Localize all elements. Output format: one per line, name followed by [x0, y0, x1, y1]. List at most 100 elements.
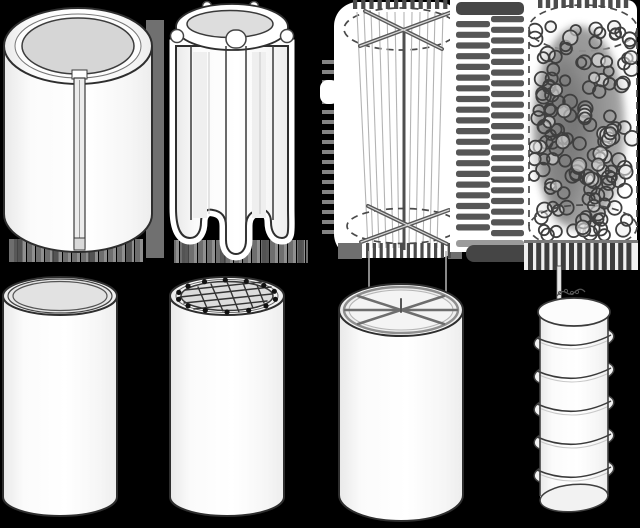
packing-ring — [623, 130, 637, 147]
membrane-bar — [456, 202, 490, 210]
packing-ring — [592, 84, 607, 99]
stack-bars — [456, 16, 524, 237]
comb-bar — [577, 243, 583, 270]
packing-rings — [529, 20, 637, 243]
comb-bar — [406, 243, 410, 258]
rim-dot — [222, 277, 228, 283]
top-cap — [537, 297, 611, 327]
packing-ring — [582, 117, 598, 132]
membrane-bar — [491, 144, 524, 151]
open-tube-column — [2, 276, 118, 517]
packing-ring — [570, 156, 588, 174]
packing-ring — [558, 74, 572, 87]
packing-ring — [616, 182, 633, 199]
membrane-bar — [491, 80, 524, 87]
packing-ring — [556, 103, 572, 119]
packing-ring — [588, 71, 601, 84]
spoke-support-column — [338, 283, 464, 522]
membrane-bar — [456, 74, 490, 81]
packing-ring — [600, 55, 614, 69]
wire — [408, 11, 413, 249]
membrane-bar — [491, 197, 524, 205]
packing-ring — [621, 31, 637, 47]
comb-bar — [569, 0, 574, 8]
wire — [378, 11, 387, 249]
comb-bar — [608, 0, 613, 8]
membrane-bar — [456, 138, 490, 145]
packing-ring — [588, 192, 601, 205]
packing-ring — [548, 49, 563, 64]
packing-ring — [601, 175, 617, 191]
comb-bar — [410, 0, 415, 9]
packing-ring — [598, 185, 614, 202]
comb-bar — [427, 243, 431, 258]
comb-bar — [377, 0, 382, 9]
packing-ring — [603, 126, 618, 141]
comb-bar — [616, 0, 621, 8]
comb-bar — [577, 0, 582, 8]
rim-dot — [224, 309, 230, 315]
membrane-bar — [491, 176, 524, 183]
packing-ring — [618, 164, 634, 180]
slotted-tube-column — [3, 7, 153, 253]
comb-bar — [402, 0, 407, 9]
membrane-bar — [491, 155, 524, 162]
fluted-body — [175, 45, 290, 256]
membrane-bar — [491, 133, 524, 140]
comb-bar — [393, 243, 397, 258]
rim-dot — [185, 283, 191, 289]
membrane-bar — [491, 26, 524, 33]
bottom-cap — [539, 483, 609, 513]
comb-bar — [440, 243, 444, 258]
cross-brace-top — [358, 9, 454, 51]
wire — [356, 11, 369, 249]
comb-bar — [394, 0, 399, 9]
membrane-bar — [491, 219, 524, 226]
packing-ring — [606, 200, 623, 216]
packing-ring — [544, 20, 557, 34]
comb-bar — [443, 0, 448, 9]
tube-body — [338, 310, 464, 522]
packing-ring — [611, 152, 627, 168]
packing-ring — [603, 109, 617, 124]
membrane-bar — [456, 128, 490, 135]
flute-shade — [193, 52, 207, 218]
cross-brace-bottom — [359, 204, 451, 246]
membrane-bar — [456, 117, 490, 124]
packing-ring — [529, 170, 540, 182]
rim-dot — [185, 303, 191, 309]
packing-ring — [578, 168, 596, 186]
membrane-bar — [491, 16, 524, 23]
comb-bar — [601, 243, 607, 270]
packing-ring — [572, 136, 587, 151]
fluted-rod-column — [169, 0, 295, 261]
wire — [422, 11, 429, 249]
membrane-bar — [491, 123, 524, 130]
packing-ring — [549, 224, 563, 239]
side-groove — [169, 28, 185, 44]
packing-ring — [609, 27, 622, 41]
membrane-bar — [491, 208, 524, 215]
mesh-grid — [179, 281, 273, 313]
comb-bar — [592, 0, 597, 8]
comb-bar — [361, 0, 366, 9]
spokes — [343, 294, 459, 326]
comb-bar — [418, 0, 423, 9]
mesh-frit-column — [169, 276, 285, 517]
random-packed-bed — [524, 0, 638, 270]
front-rib-cap — [225, 29, 247, 49]
comb-bar — [386, 243, 390, 258]
packing-ring — [623, 50, 637, 66]
rim-dots — [176, 277, 278, 315]
comb-bar — [366, 243, 370, 258]
packing-ring — [555, 134, 571, 150]
top-disk — [21, 17, 135, 75]
packing-ring — [576, 54, 593, 71]
packing-ring — [590, 157, 606, 172]
packing-ring — [614, 26, 627, 39]
packing-ring — [529, 22, 544, 40]
rim-dot — [202, 307, 208, 313]
rim-dot — [271, 288, 277, 294]
membrane-stack — [450, 0, 534, 262]
membrane-bar — [491, 165, 524, 172]
